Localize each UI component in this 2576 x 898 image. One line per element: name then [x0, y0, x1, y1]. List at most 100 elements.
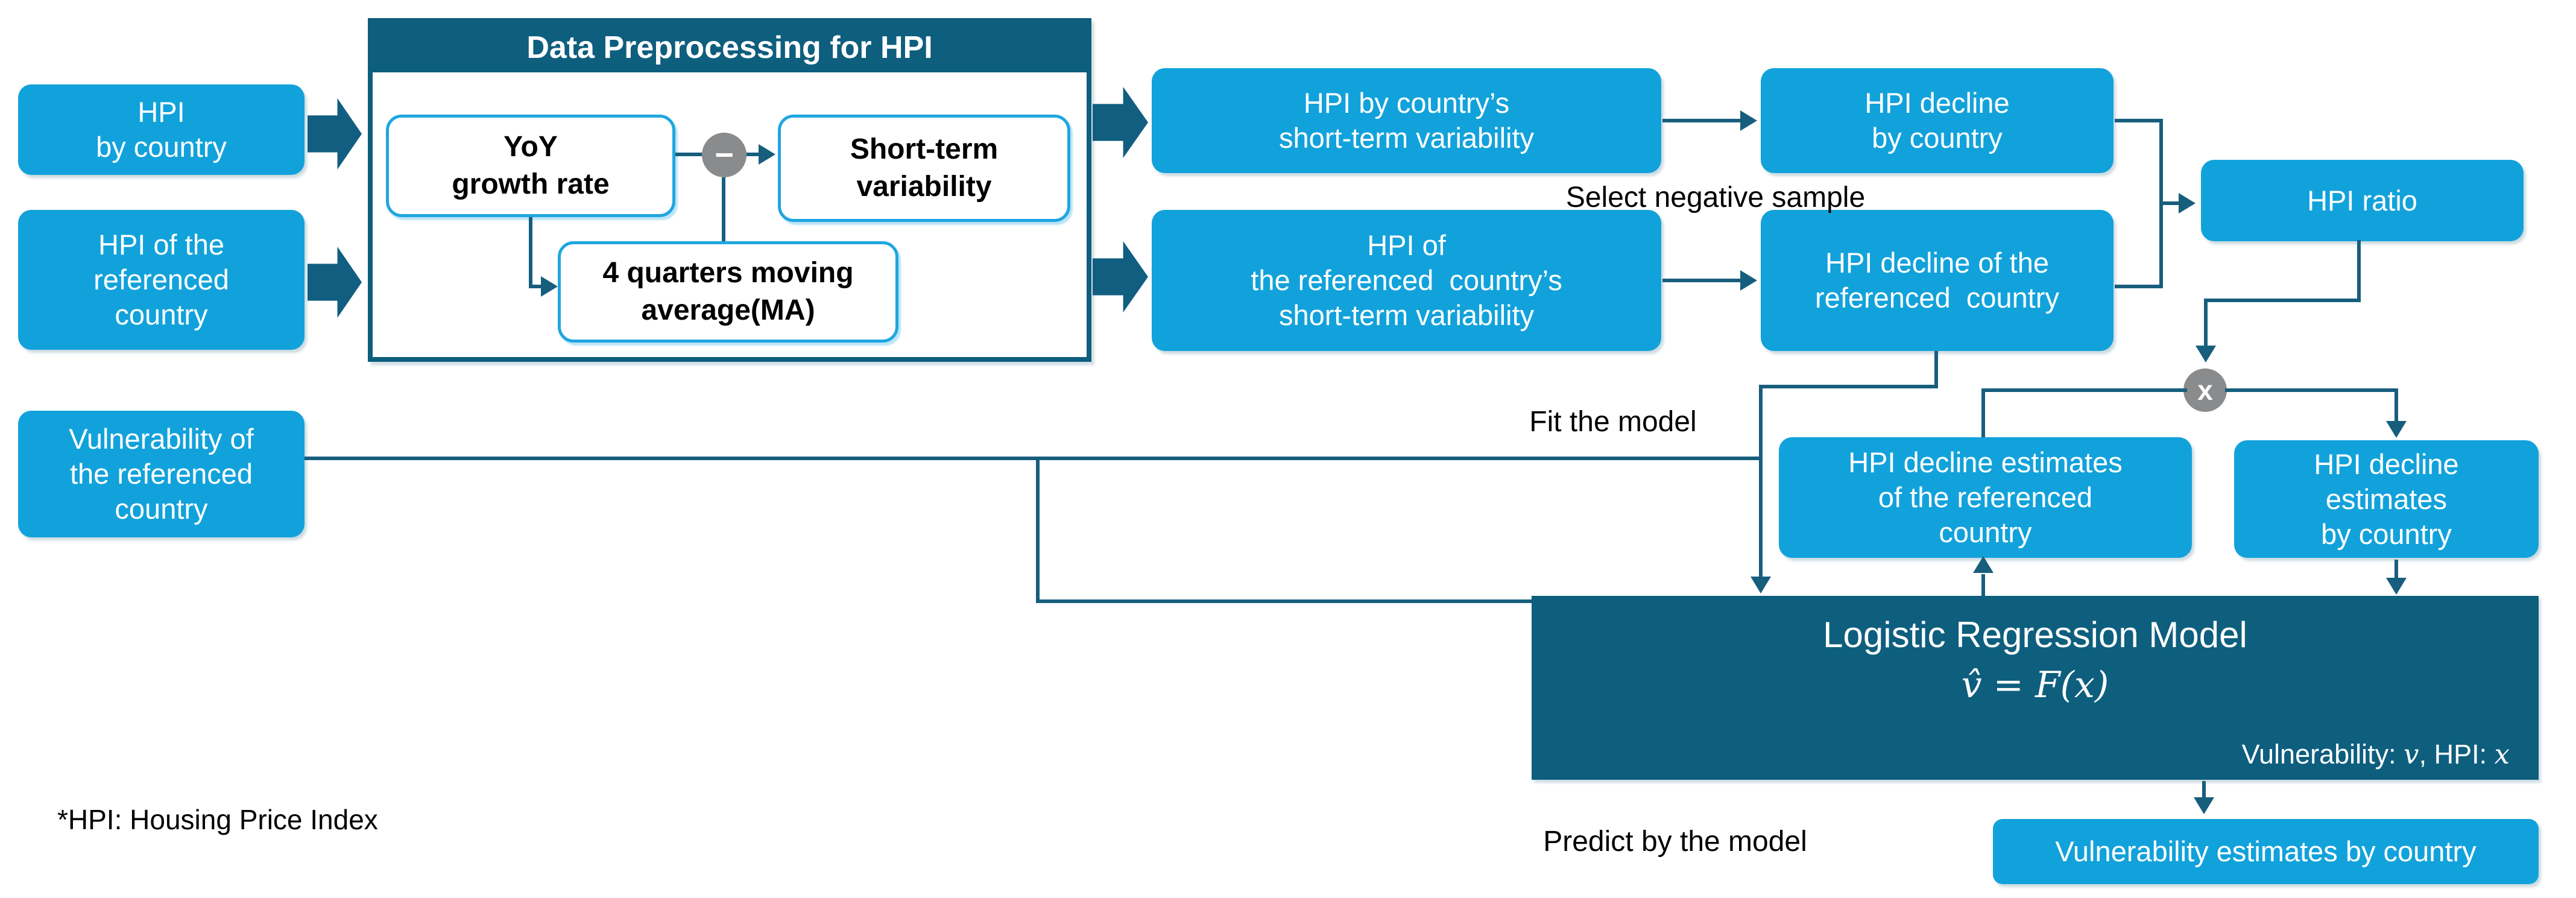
- node-label-line: referenced country: [1815, 282, 2059, 314]
- node-hpi-ratio: HPI ratio: [2201, 160, 2524, 241]
- connector-line: [2394, 560, 2398, 578]
- node-label-line: by country: [96, 131, 227, 163]
- connector-line: [305, 457, 1763, 460]
- node-vulnerability-estimates-by-country: Vulnerability estimates by country: [1993, 819, 2539, 884]
- predict-by-the-model-label: Predict by the model: [1543, 826, 1807, 858]
- connector-line: [1934, 351, 1938, 388]
- arrowhead-down-icon: [2196, 346, 2216, 362]
- node-label-line: by country: [1872, 122, 2003, 154]
- node-label-line: Short-term: [850, 133, 999, 165]
- node-label-line: variability: [856, 171, 992, 203]
- node-label-line: country: [1939, 516, 2032, 548]
- legend-mid: , HPI:: [2419, 739, 2495, 770]
- arrowhead-right-icon: [2179, 193, 2196, 213]
- node-yoy-growth-rate: YoY growth rate: [386, 115, 675, 217]
- node-label-line: YoY: [504, 131, 558, 163]
- connector-line: [2225, 388, 2398, 392]
- multiply-glyph: x: [2197, 375, 2213, 406]
- model-formula: v̂ = F(x): [1961, 664, 2109, 706]
- node-label-line: the referenced country’s: [1251, 264, 1562, 296]
- connector-line: [1759, 385, 1938, 388]
- connector-line: [1981, 388, 1985, 440]
- node-label-line: country: [115, 299, 208, 330]
- arrowhead-down-icon: [2386, 421, 2407, 438]
- node-label-line: HPI decline estimates: [1848, 446, 2123, 478]
- node-label-line: short-term variability: [1278, 299, 1535, 331]
- connector-line: [2204, 299, 2361, 302]
- connector-line: [1036, 599, 1533, 603]
- node-label-line: HPI: [137, 96, 185, 128]
- minus-operator-icon: −: [702, 133, 747, 177]
- connector-line: [1981, 574, 1985, 596]
- arrowhead-down-icon: [2386, 578, 2407, 595]
- connector-line: [2163, 201, 2180, 205]
- node-hpi-decline-of-referenced-country: HPI decline of the referenced country: [1761, 210, 2114, 351]
- node-label-line: HPI of the: [98, 229, 224, 261]
- node-label-line: Vulnerability of: [69, 423, 254, 455]
- connector-line: [1662, 279, 1741, 282]
- block-arrow-right-icon: [1093, 87, 1148, 158]
- arrowhead-down-icon: [1750, 577, 1771, 593]
- logistic-regression-model-box: Logistic Regression Model v̂ = F(x) Vuln…: [1532, 596, 2539, 780]
- node-label-line: referenced: [93, 264, 229, 296]
- minus-glyph: −: [715, 137, 734, 173]
- connector-line: [1662, 119, 1741, 122]
- node-label-line: estimates: [2325, 482, 2448, 515]
- connector-line: [722, 177, 725, 241]
- arrowhead-right-icon: [1740, 110, 1757, 131]
- multiply-operator-icon: x: [2183, 368, 2227, 412]
- node-label-line: HPI decline of the: [1825, 247, 2049, 279]
- block-arrow-right-icon: [308, 247, 362, 318]
- legend-prefix: Vulnerability:: [2241, 739, 2404, 770]
- node-label-line: short-term variability: [1278, 122, 1535, 154]
- model-legend: Vulnerability: v, HPI: x: [2242, 738, 2510, 770]
- node-label-line: the referenced: [69, 458, 253, 490]
- node-vulnerability-of-referenced-country: Vulnerability of the referenced country: [18, 411, 305, 537]
- arrowhead-right-icon: [541, 276, 558, 297]
- node-moving-average: 4 quarters moving average(MA): [558, 241, 898, 343]
- fit-the-model-label: Fit the model: [1529, 406, 1697, 438]
- node-hpi-decline-estimates-of-referenced-country: HPI decline estimates of the referenced …: [1779, 437, 2192, 558]
- node-label-line: HPI by country’s: [1303, 87, 1510, 119]
- node-label-line: HPI of: [1367, 229, 1446, 261]
- preprocessing-panel-header: Data Preprocessing for HPI: [373, 23, 1087, 72]
- node-label-line: 4 quarters moving: [602, 257, 854, 289]
- node-label-line: growth rate: [452, 168, 610, 200]
- node-label-line: HPI decline: [2314, 447, 2459, 480]
- footnote: *HPI: Housing Price Index: [57, 804, 378, 835]
- node-hpi-by-country: HPI by country: [18, 84, 305, 175]
- connector-line: [2115, 285, 2163, 288]
- arrowhead-right-icon: [759, 144, 775, 165]
- connector-line: [1036, 457, 1040, 603]
- connector-line: [2394, 388, 2398, 422]
- node-label-line: HPI ratio: [2307, 184, 2417, 217]
- preprocessing-title: Data Preprocessing for HPI: [526, 30, 933, 65]
- node-short-term-variability: Short-term variability: [778, 115, 1070, 222]
- node-label-line: Vulnerability estimates by country: [2055, 835, 2477, 867]
- node-hpi-decline-by-country: HPI decline by country: [1761, 68, 2114, 173]
- connector-line: [1985, 388, 2187, 392]
- arrowhead-right-icon: [1740, 270, 1757, 291]
- node-label-line: of the referenced: [1878, 481, 2093, 513]
- arrowhead-down-icon: [2194, 797, 2214, 814]
- block-arrow-right-icon: [308, 98, 362, 169]
- node-hpi-by-country-short-term-variability: HPI by country’s short-term variability: [1152, 68, 1661, 173]
- legend-var-x: x: [2494, 738, 2510, 770]
- node-label-line: by country: [2321, 517, 2452, 550]
- connector-line: [529, 285, 542, 288]
- arrowhead-up-icon: [1973, 556, 1994, 573]
- connector-line: [2357, 240, 2361, 302]
- connector-line: [744, 153, 761, 156]
- node-hpi-of-referenced-country: HPI of the referenced country: [18, 210, 305, 350]
- node-hpi-of-referenced-short-term-variability: HPI of the referenced country’s short-te…: [1152, 210, 1661, 351]
- connector-line: [2115, 119, 2163, 122]
- node-label-line: average(MA): [641, 294, 815, 326]
- connector-line: [1759, 385, 1763, 577]
- node-label-line: country: [115, 493, 208, 525]
- node-hpi-decline-estimates-by-country: HPI decline estimates by country: [2234, 440, 2539, 558]
- connector-line: [2159, 119, 2163, 288]
- model-title: Logistic Regression Model: [1823, 615, 2247, 655]
- connector-line: [529, 217, 532, 288]
- block-arrow-right-icon: [1093, 241, 1148, 312]
